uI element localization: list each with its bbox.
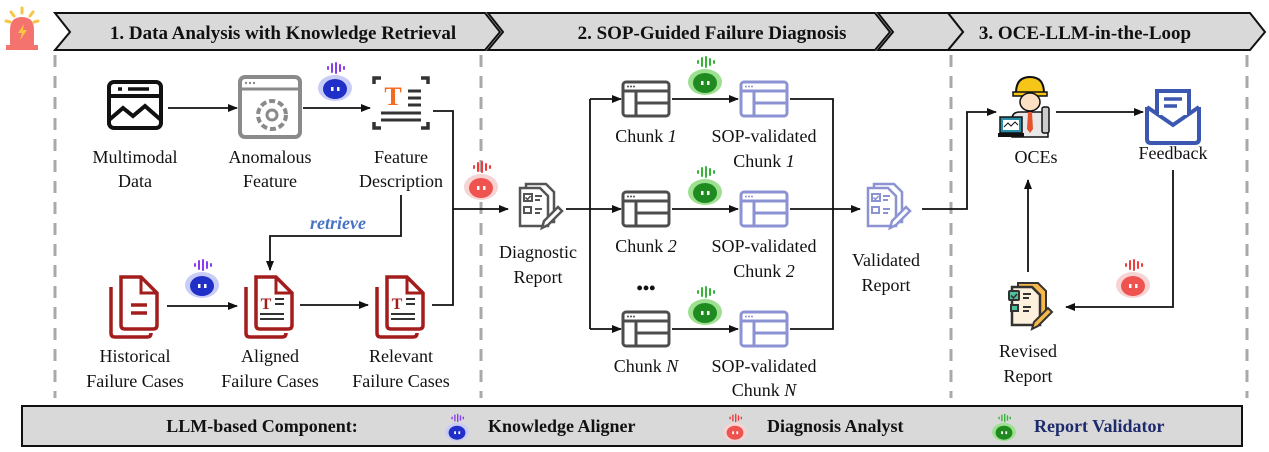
report-validator-robot-icon-n [688,286,722,325]
legend-item-report-validator: Report Validator [992,413,1165,442]
stage-3-banner: 3. OCE-LLM-in-the-Loop [875,12,1267,51]
legend-item-knowledge-aligner: Knowledge Aligner [445,413,636,442]
validated-chunk-n-icon [739,310,789,348]
feedback-label: Feedback [1139,143,1208,163]
historical-label-2: Failure Cases [86,371,183,391]
chunk-2-label: Chunk 2 [615,236,677,256]
chunk-row-1: Chunk 1 SOP-validated Chunk 1 [615,56,817,171]
validated-chunk-n-label-2: Chunk N [732,380,798,400]
chunk-1-label: Chunk 1 [615,126,677,146]
report-validator-robot-icon-1 [688,56,722,95]
svg-text:T: T [261,296,272,313]
aligned-label-1: Aligned [241,346,299,366]
stage-2-banner: 2. SOP-Guided Failure Diagnosis [485,12,892,51]
legend-label-report-validator: Report Validator [1034,416,1165,436]
diagnosis-analyst-robot-icon-2 [1116,259,1150,298]
feedback-envelope-icon [1145,89,1201,145]
knowledge-aligner-robot-icon-2 [185,259,219,298]
legend-bar: LLM-based Component: Knowledge Aligner D… [21,405,1243,447]
validated-report-icon [866,182,912,230]
relevant-label-1: Relevant [369,346,433,366]
diagnostic-report-label-2: Report [514,267,563,287]
chunk-row-n: Chunk N SOP-validated Chunk N [614,286,817,400]
alarm-icon [4,6,40,50]
validated-chunk-n-label-1: SOP-validated [712,356,817,376]
relevant-label-2: Failure Cases [352,371,449,391]
chunk-2-icon [621,190,671,228]
chunk-row-2: Chunk 2 SOP-validated Chunk 2 [615,166,817,281]
multimodal-data-label-1: Multimodal [93,147,178,167]
validated-chunk-1-icon [739,80,789,118]
validated-report-label-2: Report [862,275,911,295]
svg-text:T: T [392,296,403,313]
legend-label-diagnosis-analyst: Diagnosis Analyst [767,416,904,436]
oces-label: OCEs [1014,147,1057,167]
stage-3-title: 3. OCE-LLM-in-the-Loop [979,23,1191,44]
validated-chunk-1-label-1: SOP-validated [712,126,817,146]
diagnostic-report-label-1: Diagnostic [499,242,577,262]
legend-label-knowledge-aligner: Knowledge Aligner [488,416,636,436]
chunk-ellipsis: ••• [637,278,656,298]
historical-failure-cases-icon [109,275,159,339]
feature-description-label-2: Description [359,171,443,191]
feature-description-icon: T [372,76,430,130]
chunk-n-icon [621,310,671,348]
retrieve-label: retrieve [310,213,366,233]
multimodal-data-label-2: Data [118,171,152,191]
chunk-1-icon [621,80,671,118]
validated-report-label-1: Validated [852,250,920,270]
stage-1-banner: 1. Data Analysis with Knowledge Retrieva… [52,12,502,51]
diagnosis-analyst-robot-icon [464,161,498,200]
validated-chunk-2-label-2: Chunk 2 [733,261,795,281]
anomalous-feature-label-1: Anomalous [229,147,312,167]
anomalous-feature-icon [238,75,302,139]
knowledge-aligner-robot-icon [318,62,352,101]
stage-2-title: 2. SOP-Guided Failure Diagnosis [578,23,847,44]
validated-chunk-1-label-2: Chunk 1 [733,151,795,171]
revised-report-label-1: Revised [999,341,1057,361]
legend-item-diagnosis-analyst: Diagnosis Analyst [723,413,904,442]
aligned-label-2: Failure Cases [221,371,318,391]
historical-label-1: Historical [100,346,171,366]
legend-title: LLM-based Component: [166,416,358,436]
diagnostic-report-icon [518,182,564,230]
multimodal-data-icon [107,80,163,130]
revised-report-label-2: Report [1004,366,1053,386]
anomalous-feature-label-2: Feature [243,171,297,191]
chunk-n-label: Chunk N [614,356,680,376]
feature-description-label-1: Feature [374,147,428,167]
oce-engineer-icon [998,75,1050,138]
report-validator-robot-icon-2 [688,166,722,205]
retrieve-edge [266,195,402,271]
validated-chunk-2-icon [739,190,789,228]
svg-text:T: T [384,82,401,111]
revised-report-icon [1008,282,1054,331]
validated-chunk-2-label-1: SOP-validated [712,236,817,256]
stage-1-title: 1. Data Analysis with Knowledge Retrieva… [110,23,456,44]
